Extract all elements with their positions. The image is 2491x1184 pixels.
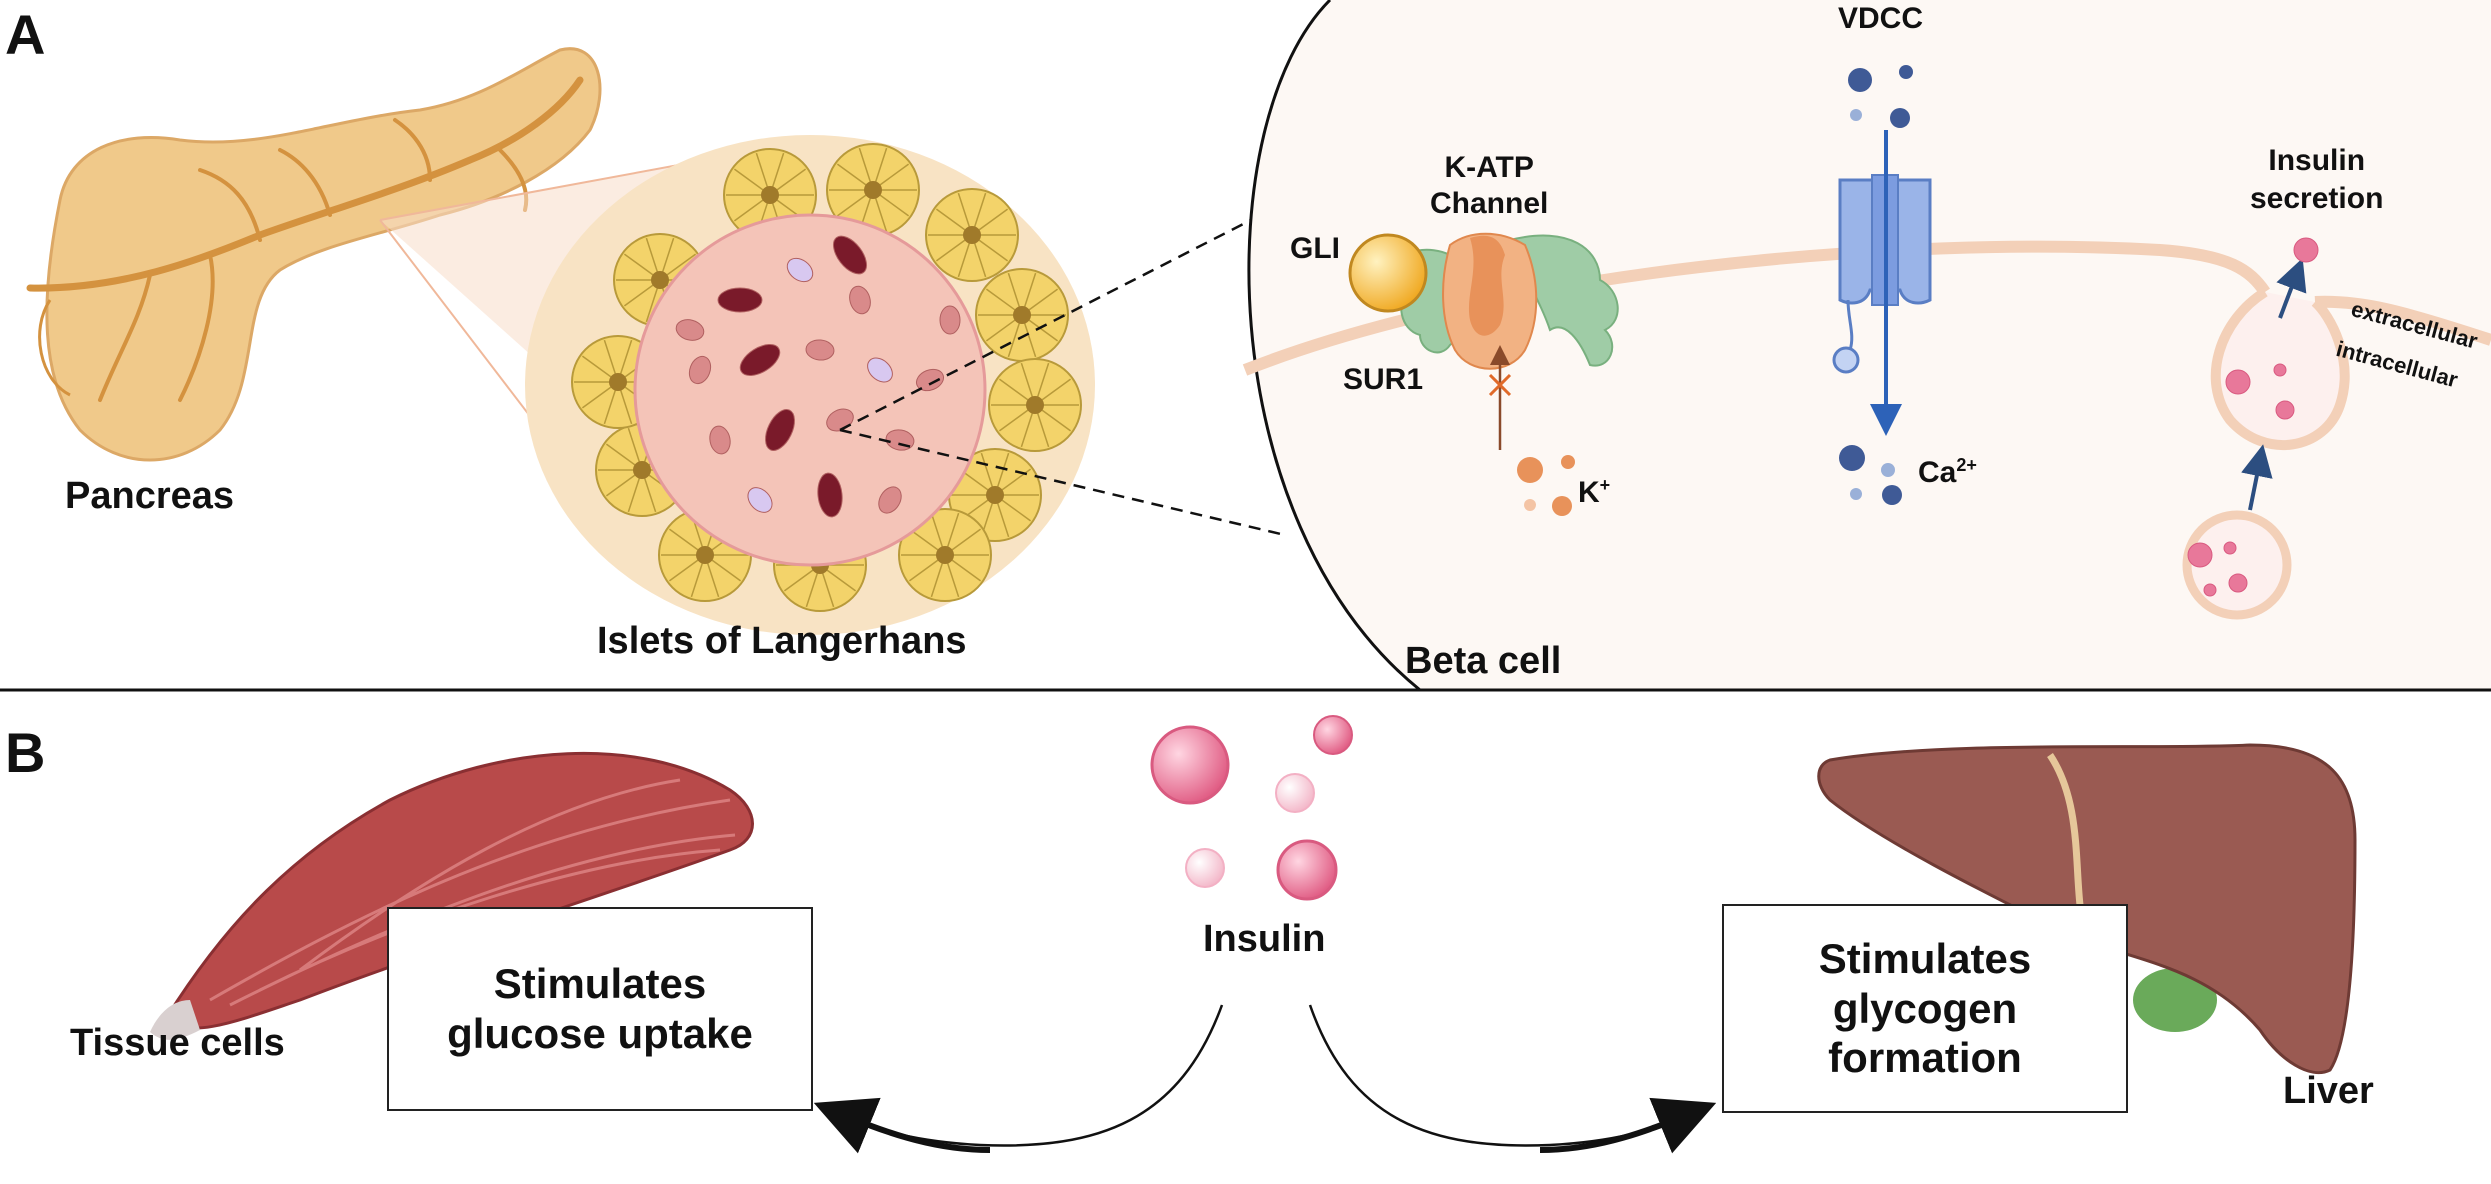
insulin-granule [2275,400,2295,420]
katp-label-line2: Channel [1430,187,1549,220]
beta-cell-label: Beta cell [1405,640,1562,682]
islet-cell [915,368,945,392]
zoom-line-top [839,216,1256,432]
ca-ion-label: Ca2+ [1918,455,1977,490]
zoom-line-bottom [839,428,1286,537]
k-ion-text: K [1578,476,1600,509]
calcium-ion [1848,68,1872,92]
insulin-granule [2203,583,2217,597]
ca-ion-charge: 2+ [1956,455,1977,475]
acinus [826,143,920,237]
insulin-release-arrow [2276,258,2307,319]
beta-cell-illustration [1242,0,2491,692]
k-ion-label: K+ [1578,475,1610,510]
glucose-uptake-box: Stimulates glucose uptake [387,907,813,1111]
islet-cell [939,305,961,335]
arrow-to-liver [1308,1004,1695,1147]
katp-channel [1396,232,1619,450]
vdcc-label: VDCC [1838,2,1924,35]
glycogen-formation-box: Stimulates glycogen formation [1722,904,2128,1113]
islet-cell [849,285,871,315]
calcium-ion [1850,109,1862,121]
muscle-illustration [150,751,754,1040]
insulin-label: Insulin [1203,918,1326,960]
islet-cell [878,486,902,514]
islet-cell [747,487,773,513]
islet-cell [739,344,781,376]
acinus [975,268,1069,362]
islet-cell [805,339,835,361]
calcium-ion [1899,65,1913,79]
islet-cell [765,409,795,451]
acinus [925,188,1019,282]
calcium-ion [1890,108,1910,128]
insulin-secretion-label: Insulin secretion [2250,142,2383,217]
arrow-to-tissue [835,1004,1224,1147]
potassium-ion [1561,455,1575,469]
insulin-secretion-line2: secretion [2250,181,2384,215]
insulin-molecule [1275,773,1315,813]
insulin-molecule [1313,715,1353,755]
calcium-ion [1839,445,1865,471]
insulin-molecule [1185,848,1225,888]
liver-label: Liver [2283,1070,2374,1112]
potassium-ion [1517,457,1543,483]
calcium-ion [1850,488,1862,500]
insulin-granule [2223,541,2237,555]
panel-label-a: A [5,3,46,66]
islets-label: Islets of Langerhans [597,620,967,662]
tissue-cells-label: Tissue cells [70,1022,285,1064]
acinus [898,508,992,602]
calcium-ion [1881,463,1895,477]
acinus [988,358,1082,452]
pancreas-label: Pancreas [65,475,235,517]
insulin-secretion-line1: Insulin [2268,144,2366,177]
sur1-right [1508,234,1619,367]
panel-label-b: B [5,721,46,784]
vdcc-channel [1832,130,1932,436]
katp-label: K-ATP Channel [1430,150,1548,222]
potassium-ion [1524,499,1536,511]
islet-cell [717,287,763,313]
k-ion-charge: + [1599,475,1611,495]
islet-illustration [525,135,1095,635]
sur1-label: SUR1 [1343,363,1424,396]
islet-cell [786,257,814,283]
pancreas-illustration [26,47,602,462]
insulin-granule [2293,237,2319,263]
gli-label: GLI [1290,232,1340,265]
glucose-uptake-text: Stimulates glucose uptake [447,960,753,1057]
glycogen-formation-text: Stimulates glycogen formation [1818,935,2032,1082]
ca-ion-text: Ca [1918,456,1957,489]
islet-cell [817,472,843,518]
insulin-molecule [1150,725,1230,805]
calcium-ion [1882,485,1902,505]
insulin-granule [2225,369,2251,395]
islet-cell [832,235,868,275]
potassium-ion [1552,496,1572,516]
insulin-granule [2187,542,2213,568]
islet-cell [688,355,712,385]
vesicle-transport-arrow [2241,444,2273,511]
insulin-granule [2273,363,2287,377]
gli-molecule [1348,233,1428,313]
insulin-molecule [1276,839,1338,901]
katp-label-line1: K-ATP [1444,151,1534,184]
islet-cell [709,425,731,455]
islet-cell [867,357,893,383]
islet-cell [675,319,705,341]
insulin-granule [2228,573,2248,593]
